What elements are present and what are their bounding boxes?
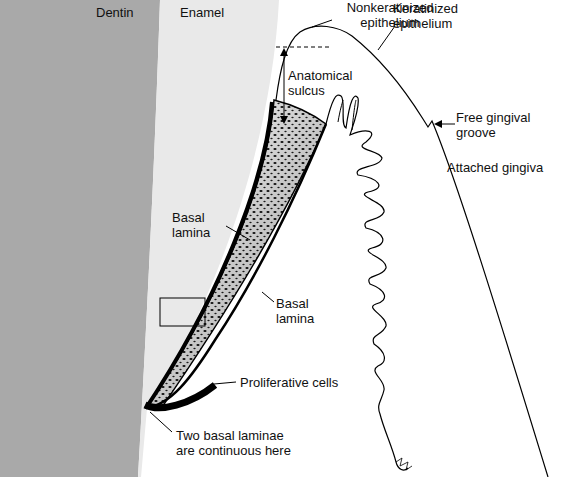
rete-ridges (326, 95, 408, 470)
depth-arrow (284, 50, 285, 122)
part-label: Basal lamina (276, 296, 331, 326)
part-label: Two basal laminae are continuous here (176, 428, 301, 458)
leader-line (150, 412, 172, 432)
part-label: Anatomical sulcus (288, 68, 363, 98)
artist-mark (396, 458, 412, 470)
rete-detail (338, 100, 356, 130)
gingiva-outline (276, 26, 548, 477)
leader-line (312, 20, 332, 27)
tissue-label: Dentin (96, 5, 156, 20)
part-label: Keratinized epithelium (393, 1, 473, 31)
tissue-label: Enamel (180, 5, 240, 20)
leader-line (226, 226, 250, 240)
epithelium-shading (146, 100, 326, 410)
part-label: Basal lamina (172, 210, 227, 240)
dentin-area (0, 0, 160, 477)
part-label: Proliferative cells (240, 375, 370, 390)
leader-line (214, 382, 236, 384)
junctional-epithelium (146, 100, 326, 410)
detail-box (160, 298, 205, 326)
basal-lamina-line (146, 102, 272, 408)
part-label: Free gingival groove (456, 110, 551, 140)
part-label: Attached gingiva (447, 160, 567, 175)
leader-line (262, 292, 274, 302)
arrow-head (434, 120, 442, 128)
proliferative-zone (145, 385, 215, 408)
dashed-reference (276, 47, 332, 48)
basal-lamina-line (146, 124, 326, 408)
arrow-heads (280, 48, 288, 124)
